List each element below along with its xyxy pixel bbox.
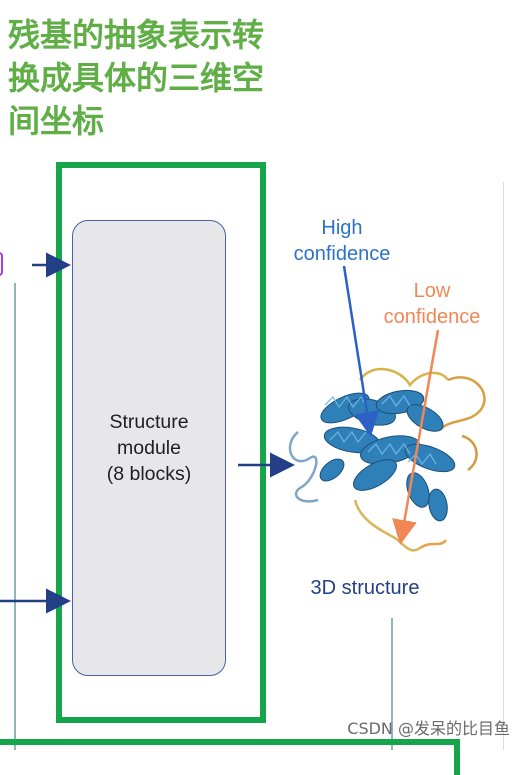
structure-module-block: Structure module (8 blocks) <box>72 220 226 676</box>
caption-text: 残基的抽象表示转 换成具体的三维空 间坐标 <box>8 14 308 143</box>
module-label-line-1: Structure <box>109 411 189 433</box>
high-confidence-label-line-2: confidence <box>293 243 391 265</box>
slide-edge <box>503 182 504 750</box>
low-confidence-label-line-1: Low <box>413 280 451 302</box>
low-confidence-label: Low confidence <box>370 278 494 330</box>
input-block-edge <box>0 252 3 276</box>
module-label-line-3: (8 blocks) <box>106 463 192 485</box>
caption-line-1: 残基的抽象表示转 <box>8 16 265 54</box>
high-confidence-arrow <box>342 265 380 437</box>
caption-line-2: 换成具体的三维空 <box>8 59 265 97</box>
low-confidence-arrow <box>392 329 440 545</box>
highlight-box <box>56 162 266 723</box>
caption-line-3: 间坐标 <box>8 102 105 140</box>
residual-line-right <box>391 618 393 750</box>
protein-structure-icon <box>288 367 486 552</box>
high-confidence-label-line-1: High <box>321 217 363 239</box>
diagram-graphics <box>0 252 486 614</box>
structure-label: 3D structure <box>310 577 420 599</box>
high-confidence-label: High confidence <box>282 215 402 267</box>
low-confidence-label-line-2: confidence <box>383 306 481 328</box>
residual-line-left <box>14 283 16 750</box>
csdn-watermark: CSDN @发呆的比目鱼 <box>347 719 510 738</box>
module-label-line-2: module <box>117 437 181 459</box>
